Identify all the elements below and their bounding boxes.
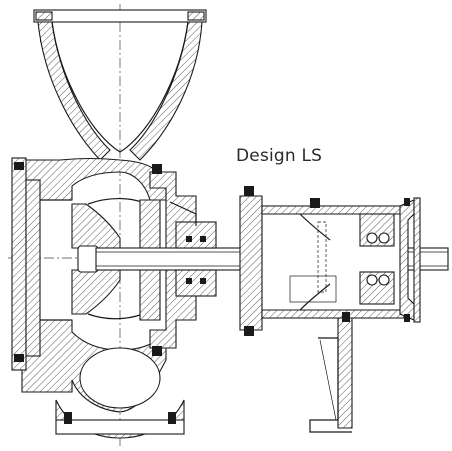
discharge-nozzle (37, 21, 203, 161)
support-foot (309, 312, 353, 433)
volute-casing (21, 157, 185, 439)
suction-flange (11, 157, 72, 371)
bearing-end-cover (399, 197, 421, 323)
bearing-bracket (239, 186, 405, 336)
impeller (71, 198, 161, 321)
design-caption: Design LS (236, 146, 323, 166)
outboard-bearing (359, 213, 395, 305)
seal-chamber (169, 201, 217, 297)
